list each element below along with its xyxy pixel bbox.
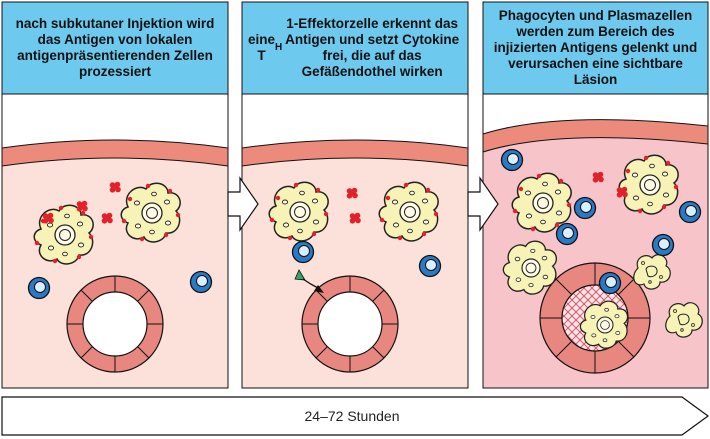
panel-2-caption-post: 1-Effektorzelle erkennt das Antigen und … — [285, 16, 460, 79]
apc-cell — [120, 182, 181, 243]
timeline-label: 24–72 Stunden — [304, 408, 400, 424]
lymphocyte — [555, 222, 579, 246]
panel-3-caption: Phagocyten und Plasmazellen werden zum B… — [493, 8, 698, 87]
next-stage-arrow — [227, 176, 259, 232]
panel-1-caption: nach subkutaner Injektion wird das Antig… — [15, 16, 215, 79]
panel-1-illustration — [1, 93, 229, 389]
next-stage-arrow — [467, 176, 499, 232]
apc-cell — [378, 181, 439, 242]
lymphocyte — [27, 276, 51, 300]
phagocyte — [618, 154, 679, 215]
panel-1-header — [1, 1, 229, 95]
panel-2-caption-sub: H — [275, 42, 283, 53]
lymphocyte — [500, 148, 524, 172]
lymphocyte — [418, 254, 442, 278]
panel-2-header — [241, 1, 469, 95]
timeline-arrow — [1, 396, 710, 436]
panel-3-header — [482, 1, 709, 95]
cytokine-release — [294, 269, 324, 293]
lymphocyte — [651, 233, 675, 257]
lymphocyte — [678, 200, 702, 224]
panel-2-illustration — [241, 93, 469, 389]
phagocyte — [511, 172, 572, 233]
panel-3-illustration — [482, 93, 709, 389]
apc-cell — [268, 181, 329, 242]
apc-cell — [33, 204, 94, 265]
th1-effector-cell — [291, 240, 315, 264]
lymphocyte — [598, 271, 622, 295]
panel-2-caption-pre: eine T — [248, 32, 276, 63]
blood-vessel-panel-2 — [301, 275, 399, 373]
blood-vessel-panel-1 — [66, 275, 164, 373]
lymphocyte — [573, 196, 597, 220]
lymphocyte — [189, 270, 213, 294]
